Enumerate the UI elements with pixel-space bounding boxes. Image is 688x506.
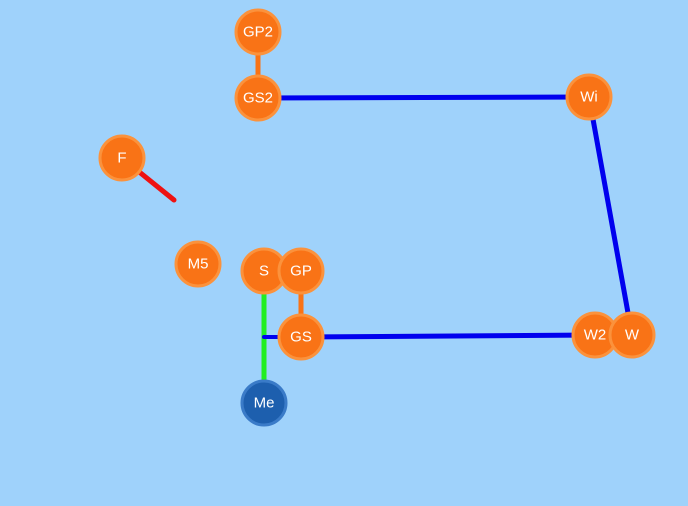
node-circle[interactable] xyxy=(565,73,613,121)
edges-layer xyxy=(119,29,635,406)
node-gp2[interactable]: GP2 xyxy=(234,8,282,56)
node-circle[interactable] xyxy=(277,247,325,295)
edge-gs-w2 xyxy=(298,332,598,340)
node-circle[interactable] xyxy=(174,240,222,288)
node-gp[interactable]: GP xyxy=(277,247,325,295)
node-wi[interactable]: Wi xyxy=(565,73,613,121)
node-circle[interactable] xyxy=(240,379,288,427)
node-circle[interactable] xyxy=(98,134,146,182)
node-circle[interactable] xyxy=(608,311,656,359)
edge-wi-w xyxy=(586,94,635,338)
node-me[interactable]: Me xyxy=(240,379,288,427)
node-m5[interactable]: M5 xyxy=(174,240,222,288)
edge-gs2-wi xyxy=(255,94,592,101)
node-gs2[interactable]: GS2 xyxy=(234,74,282,122)
node-f[interactable]: F xyxy=(98,134,146,182)
node-gs[interactable]: GS xyxy=(277,313,325,361)
node-circle[interactable] xyxy=(277,313,325,361)
node-circle[interactable] xyxy=(234,8,282,56)
node-circle[interactable] xyxy=(234,74,282,122)
node-w[interactable]: W xyxy=(608,311,656,359)
